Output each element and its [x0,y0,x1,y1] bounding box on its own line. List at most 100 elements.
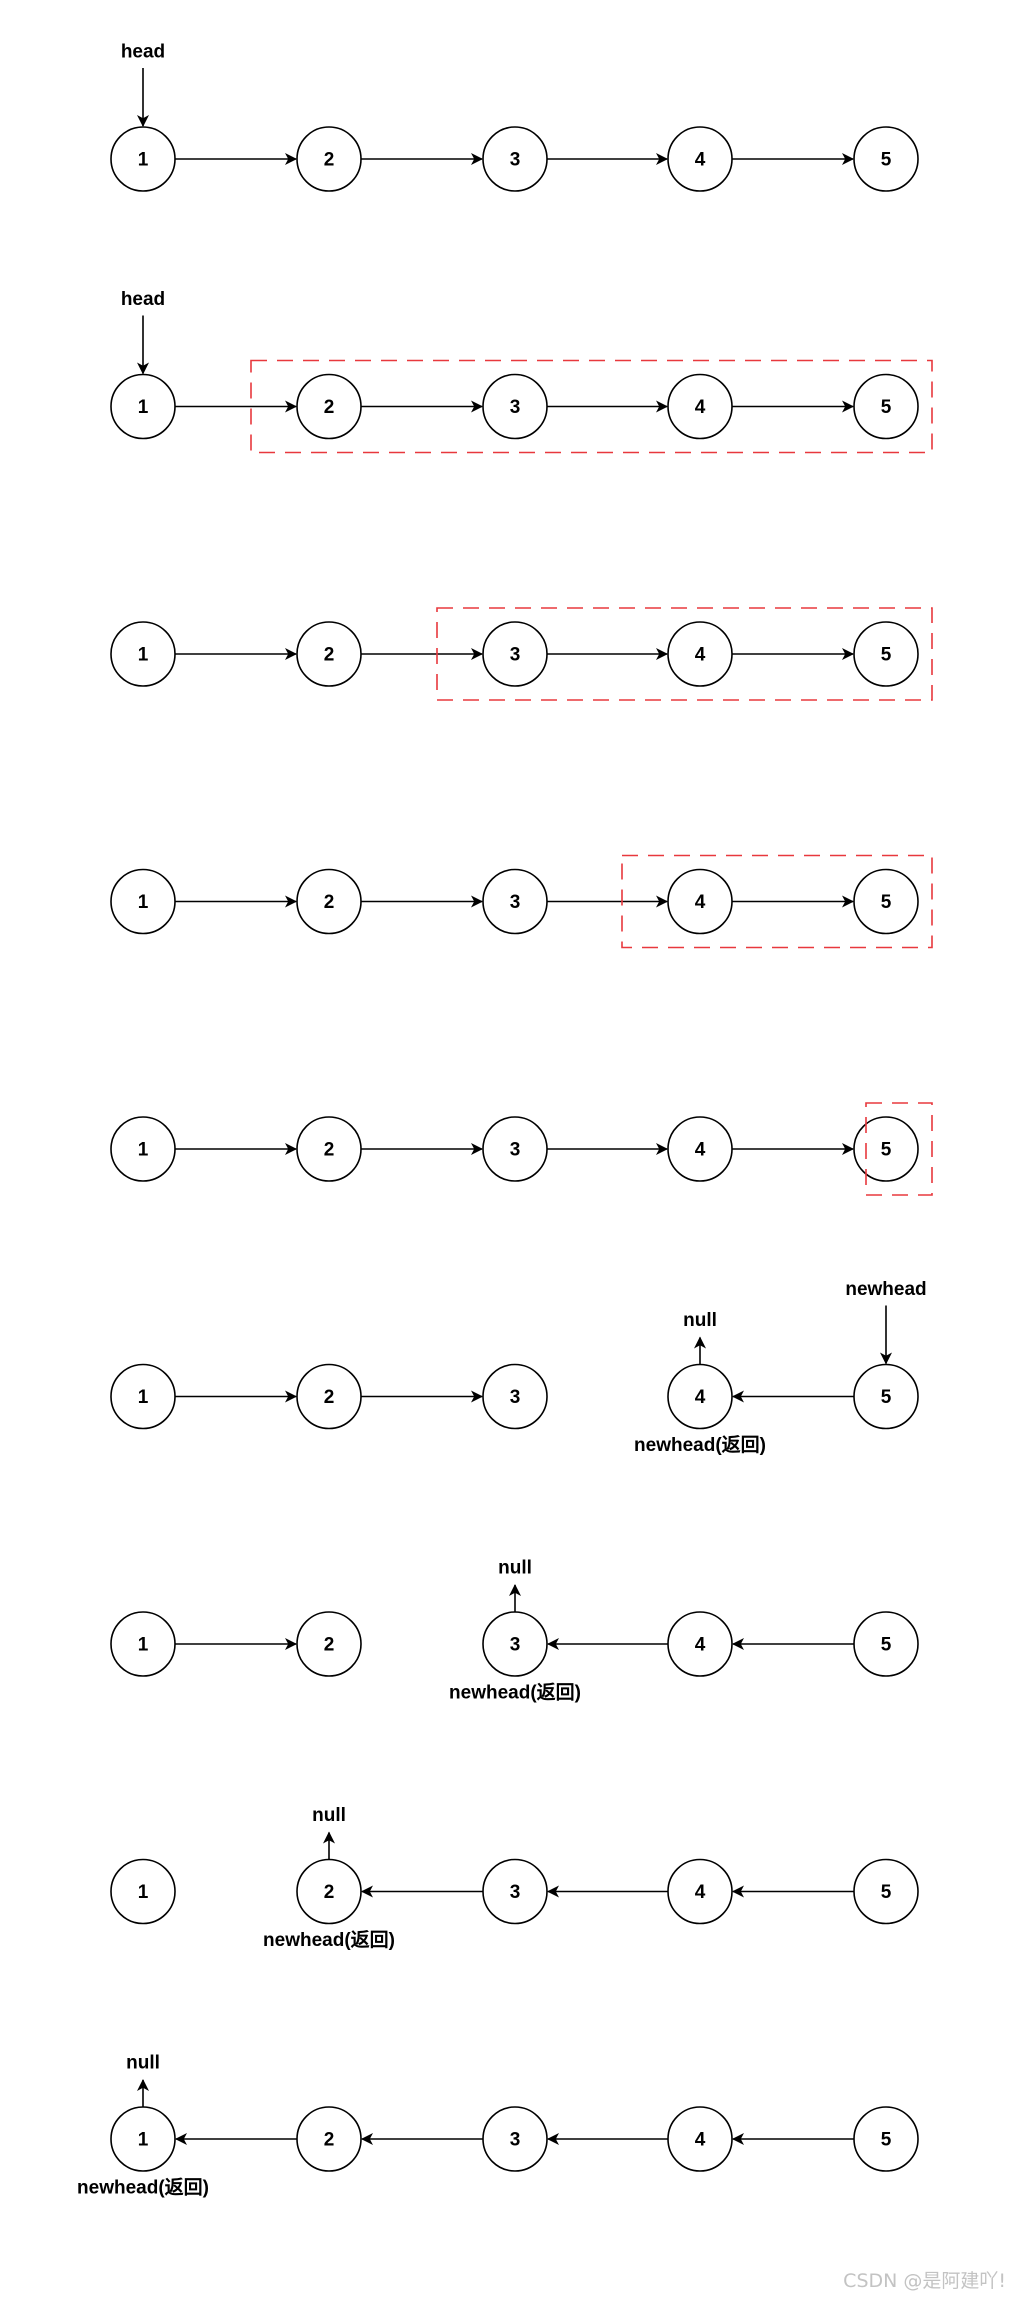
list-node: 1 [110,621,176,687]
node-value: 1 [138,397,149,418]
node-value: 2 [324,1882,335,1903]
node-value: 4 [695,645,706,666]
diagram-row: 1 2 3 4 5 [110,1102,933,1196]
node-value: 2 [324,397,335,418]
node-circle [853,868,919,935]
node-value: 2 [324,1635,335,1656]
list-node: 2 [296,1116,362,1182]
null-label: null [498,1558,532,1579]
node-value: 1 [138,1635,149,1656]
node-circle [296,126,362,192]
diagram-row: 1 2 3 4 5 null newhead(返回) [110,1805,919,1951]
node-circle [667,868,733,935]
node-value: 3 [510,645,521,666]
list-node: 2 [296,1858,362,1925]
list-node: 4 [667,868,733,935]
node-value: 3 [510,1387,521,1408]
node-circle [110,1116,176,1182]
node-value: 3 [510,150,521,171]
list-node: 5 [853,868,919,935]
list-node: 5 [853,1858,919,1925]
node-value: 2 [324,645,335,666]
node-circle [296,1611,362,1677]
node-value: 2 [324,150,335,171]
node-circle [853,373,919,440]
node-value: 4 [695,397,706,418]
node-circle [667,1858,733,1925]
list-node: 4 [667,126,733,192]
node-value: 2 [324,1140,335,1161]
list-node: 3 [482,621,548,687]
node-circle [296,621,362,687]
list-node: 3 [482,1611,548,1677]
node-value: 1 [138,1387,149,1408]
node-circle [667,373,733,440]
node-circle [296,1363,362,1430]
node-circle [110,1611,176,1677]
newhead-return-label: newhead(返回) [634,1434,766,1456]
node-circle [482,621,548,687]
recursion-highlight-box [865,1102,933,1196]
newhead-return-label: newhead(返回) [449,1682,581,1704]
diagram-row: 1 2 3 4 5 head [110,42,919,192]
node-circle [296,868,362,935]
list-node: 1 [110,2106,176,2172]
node-value: 5 [881,1387,892,1408]
node-value: 5 [881,2130,892,2151]
node-value: 4 [695,1140,706,1161]
node-value: 5 [881,150,892,171]
null-label: null [312,1805,346,1826]
list-node: 2 [296,373,362,440]
recursion-highlight-box [436,607,933,701]
list-node: 2 [296,868,362,935]
node-circle [110,1858,176,1925]
node-value: 1 [138,150,149,171]
list-node: 3 [482,1858,548,1925]
node-value: 4 [695,1635,706,1656]
node-value: 5 [881,1140,892,1161]
list-node: 3 [482,373,548,440]
list-node: 5 [853,2106,919,2172]
node-circle [110,868,176,935]
node-circle [482,1116,548,1182]
node-value: 1 [138,645,149,666]
node-circle [482,1858,548,1925]
node-circle [482,1363,548,1430]
node-circle [482,868,548,935]
list-node: 4 [667,1611,733,1677]
newhead-return-label: newhead(返回) [263,1929,395,1951]
node-circle [853,1858,919,1925]
node-value: 3 [510,1882,521,1903]
list-node: 3 [482,1116,548,1182]
list-node: 1 [110,1611,176,1677]
node-value: 3 [510,1635,521,1656]
list-node: 1 [110,1363,176,1430]
node-circle [667,1611,733,1677]
node-value: 4 [695,1882,706,1903]
newhead-label: newhead [845,1279,926,1300]
node-circle [667,2106,733,2172]
list-node: 4 [667,1363,733,1430]
node-circle [296,2106,362,2172]
recursion-highlight-box [621,854,933,949]
node-circle [853,1363,919,1430]
node-value: 4 [695,150,706,171]
list-node: 3 [482,2106,548,2172]
node-circle [853,126,919,192]
list-node: 5 [853,621,919,687]
node-circle [110,126,176,192]
head-label: head [121,42,165,63]
node-circle [667,126,733,192]
node-value: 1 [138,1882,149,1903]
node-value: 1 [138,2130,149,2151]
node-value: 3 [510,2130,521,2151]
node-value: 1 [138,1140,149,1161]
newhead-return-label: newhead(返回) [77,2177,209,2199]
node-value: 3 [510,397,521,418]
node-circle [110,1363,176,1430]
